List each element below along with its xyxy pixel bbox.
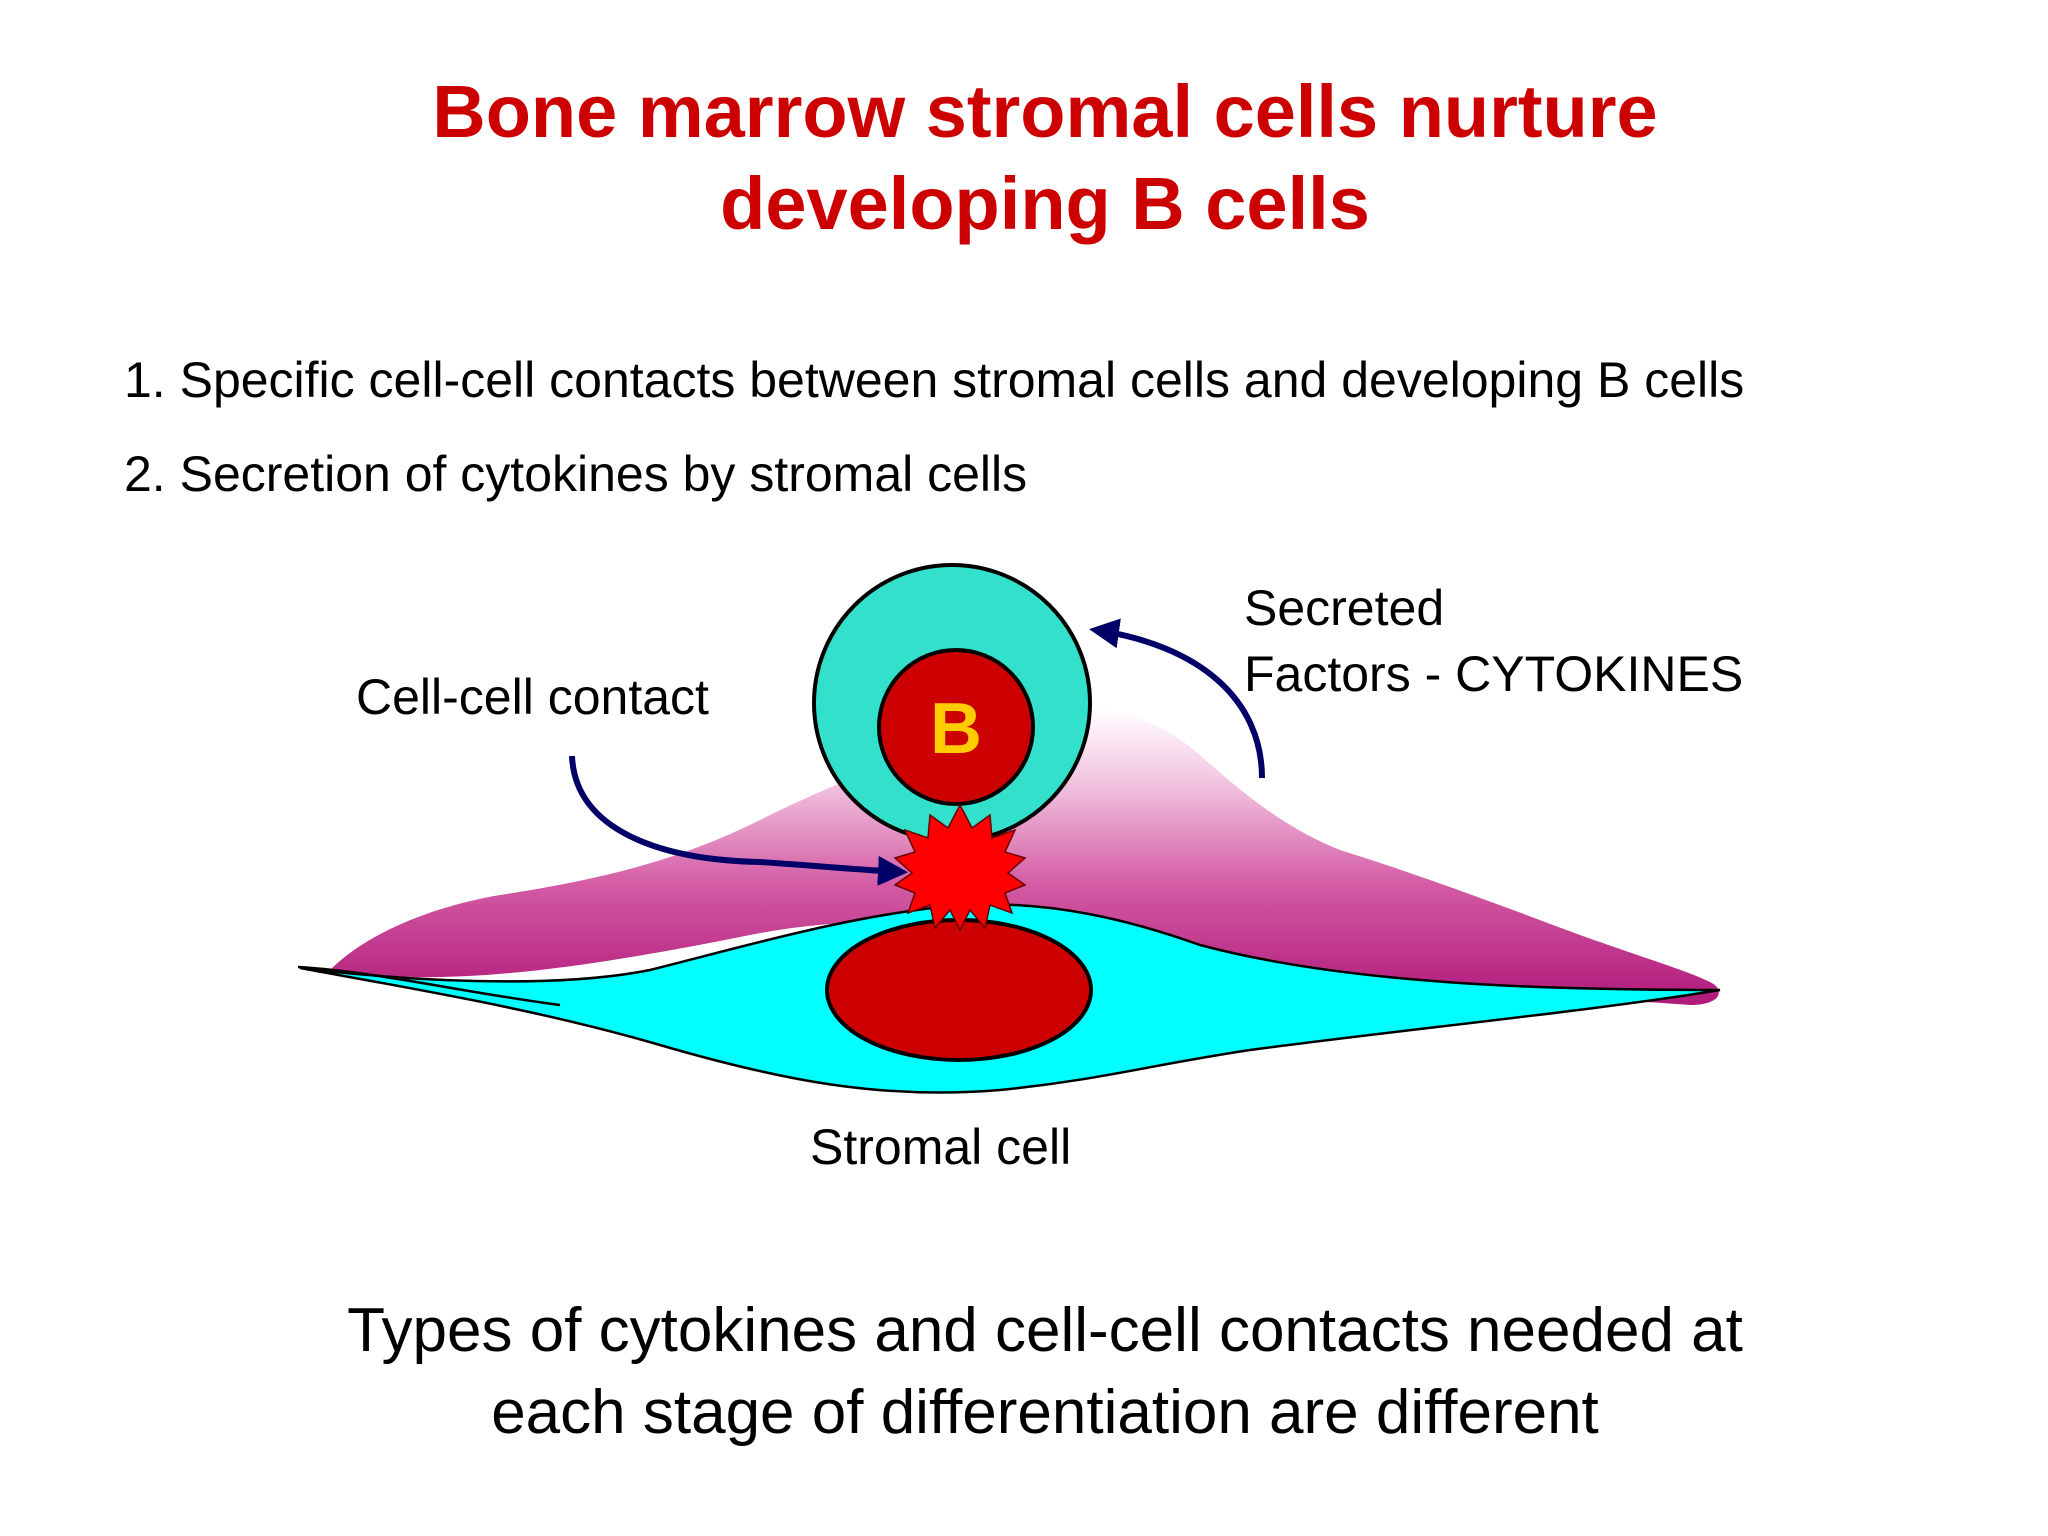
slide-title: Bone marrow stromal cells nurture develo… xyxy=(0,66,2048,250)
stromal-cell-outline xyxy=(297,965,561,1007)
b-cell-nucleus xyxy=(877,648,1035,806)
caption-line-2: each stage of differentiation are differ… xyxy=(491,1378,1599,1447)
secreted-label-line-1: Secreted xyxy=(1244,580,1445,636)
slide-caption: Types of cytokines and cell-cell contact… xyxy=(0,1290,2048,1454)
cytokine-arrow xyxy=(1089,618,1265,779)
caption-line-1: Types of cytokines and cell-cell contact… xyxy=(347,1296,1743,1365)
point-2: 2. Secretion of cytokines by stromal cel… xyxy=(124,446,1028,502)
title-line-2: developing B cells xyxy=(720,162,1370,245)
contact-arrow xyxy=(569,755,908,886)
stromal-cell-body-top xyxy=(330,708,1719,1005)
stromal-cell-label: Stromal cell xyxy=(810,1119,1072,1175)
secreted-factors-label: Secreted Factors - CYTOKINES xyxy=(1244,575,1743,707)
point-1: 1. Specific cell-cell contacts between s… xyxy=(124,352,1745,408)
stromal-nucleus xyxy=(825,918,1093,1062)
contact-label: Cell-cell contact xyxy=(356,669,709,725)
title-line-1: Bone marrow stromal cells nurture xyxy=(432,70,1658,153)
secreted-label-line-2: Factors - CYTOKINES xyxy=(1244,646,1744,702)
contact-star-icon xyxy=(893,803,1027,932)
b-cell-label: B xyxy=(930,689,982,769)
